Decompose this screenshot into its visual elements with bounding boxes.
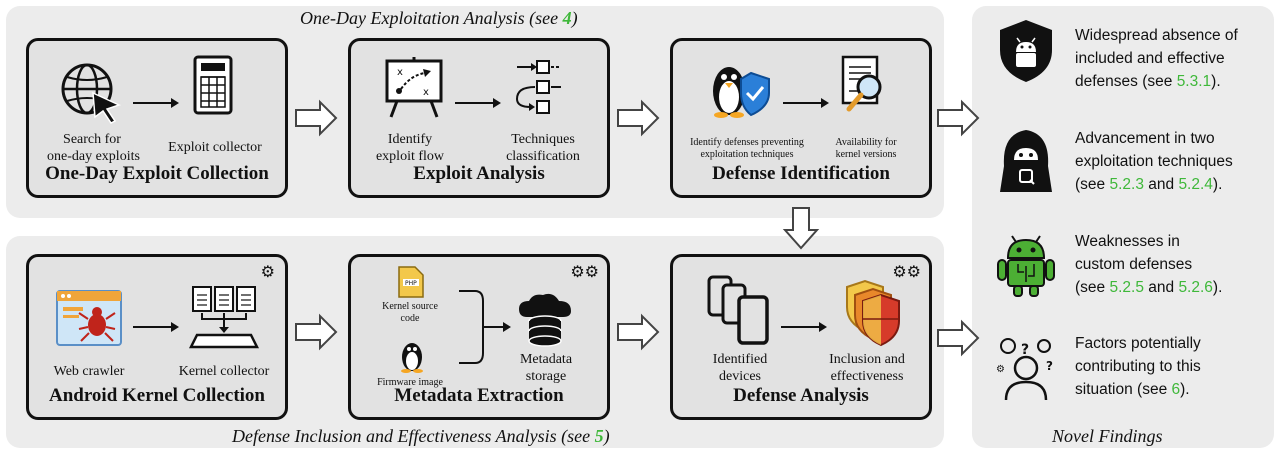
android-kernel-collection-box: ⚙ Web crawler Kernel collector A xyxy=(26,254,288,420)
box-title: One-Day Exploit Collection xyxy=(45,163,269,184)
section-ref[interactable]: 5 xyxy=(594,426,604,446)
block-arrow-down-icon xyxy=(782,207,820,250)
box-title: Metadata Extraction xyxy=(394,385,564,406)
smartphones-icon xyxy=(707,275,769,345)
source-file-icon: PHP xyxy=(398,266,424,298)
android-shield-icon xyxy=(1000,20,1052,82)
globe-cursor-icon xyxy=(61,63,122,124)
gear-icon: ⚙ xyxy=(260,264,275,281)
box-title: Android Kernel Collection xyxy=(48,385,266,406)
box-title: Defense Analysis xyxy=(733,385,869,406)
arrow-icon xyxy=(133,98,179,108)
stacked-shields-icon xyxy=(846,279,900,347)
merge-arrow-icon xyxy=(459,290,511,364)
svg-text:PHP: PHP xyxy=(405,280,417,287)
exploit-collector-label: Exploit collector xyxy=(168,140,262,155)
web-crawler-icon xyxy=(56,290,122,346)
block-arrow-icon xyxy=(295,313,338,351)
spreadsheet-icon xyxy=(193,55,233,115)
section-ref[interactable]: 6 xyxy=(1171,381,1181,398)
block-arrow-icon xyxy=(295,99,338,137)
kernel-collector-icon xyxy=(188,286,260,349)
finding-2: Advancement in two exploitation techniqu… xyxy=(1075,130,1233,193)
section-ref[interactable]: 5.2.4 xyxy=(1178,176,1213,193)
arrow-icon xyxy=(781,322,827,332)
svg-text:⚙: ⚙ xyxy=(996,364,1005,375)
section-ref[interactable]: 5.2.6 xyxy=(1178,279,1213,296)
block-arrow-icon xyxy=(937,99,980,137)
firmware-image-label: Firmware image xyxy=(377,377,443,388)
strategy-board-icon: x x xyxy=(385,57,443,118)
web-crawler-label: Web crawler xyxy=(53,364,125,379)
box-title: Exploit Analysis xyxy=(413,163,545,184)
arrow-icon xyxy=(455,98,501,108)
flowchart-icon xyxy=(515,60,561,114)
block-arrow-icon xyxy=(617,313,660,351)
bottom-region-title: Defense Inclusion and Effectiveness Anal… xyxy=(232,426,610,446)
findings-title: Novel Findings xyxy=(1052,426,1163,446)
kernel-collector-label: Kernel collector xyxy=(178,364,270,379)
thinking-person-icon: ? ? ⚙ xyxy=(996,338,1053,401)
arrow-icon xyxy=(783,98,829,108)
finding-3: Weaknesses in custom defenses (see 5.2.5… xyxy=(1075,233,1223,296)
arrow-icon xyxy=(133,322,179,332)
svg-text:?: ? xyxy=(1046,359,1053,373)
top-region-title: One-Day Exploitation Analysis (see 4) xyxy=(300,8,578,28)
block-arrow-icon xyxy=(937,319,980,357)
finding-4: Factors potentially contributing to this… xyxy=(1075,335,1201,398)
hooded-android-icon xyxy=(1000,130,1052,192)
gears-icon: ⚙⚙ xyxy=(892,264,921,281)
android-circuit-icon xyxy=(997,235,1055,297)
document-search-icon xyxy=(841,55,882,112)
gears-icon: ⚙⚙ xyxy=(570,264,599,281)
linux-penguin-icon xyxy=(401,343,423,373)
section-ref[interactable]: 5.2.3 xyxy=(1109,176,1144,193)
block-arrow-icon xyxy=(617,99,660,137)
cloud-database-icon xyxy=(519,293,571,347)
section-ref[interactable]: 5.3.1 xyxy=(1176,73,1212,90)
svg-text:?: ? xyxy=(1021,342,1029,358)
linux-penguin-shield-icon xyxy=(713,67,770,118)
box-title: Defense Identification xyxy=(712,163,890,184)
finding-1: Widespread absence of included and effec… xyxy=(1075,27,1238,90)
svg-text:x: x xyxy=(397,67,403,78)
section-ref[interactable]: 5.2.5 xyxy=(1109,279,1144,296)
section-ref[interactable]: 4 xyxy=(562,8,572,28)
svg-text:x: x xyxy=(423,87,429,98)
